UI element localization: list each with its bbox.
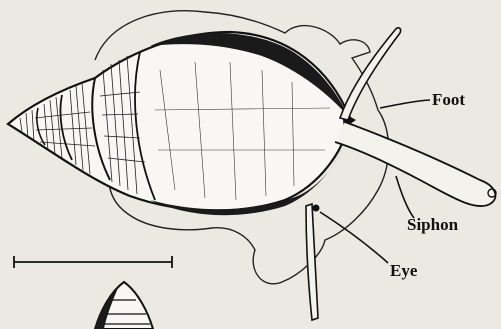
eye-label: Eye bbox=[390, 262, 417, 279]
siphon-leader bbox=[396, 176, 414, 218]
eye-dot bbox=[313, 205, 320, 212]
siphon-tube bbox=[335, 122, 495, 206]
lower-tentacle bbox=[306, 204, 318, 320]
siphon-label: Siphon bbox=[407, 216, 458, 233]
foot-leader bbox=[380, 100, 430, 108]
foot-label: Foot bbox=[432, 91, 465, 108]
